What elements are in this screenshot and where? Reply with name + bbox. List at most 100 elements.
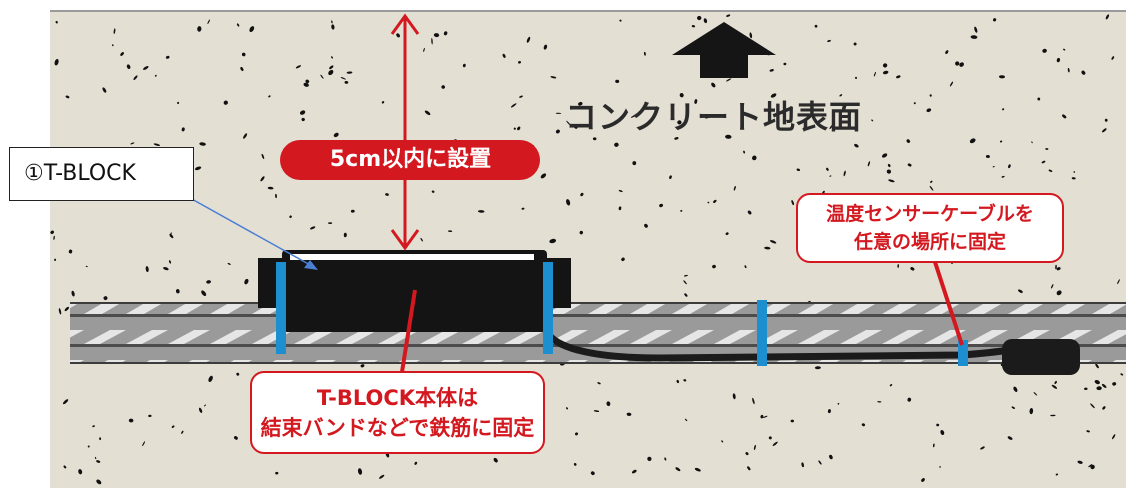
speckle: [346, 71, 353, 74]
speckle: [71, 290, 75, 297]
speckle: [243, 133, 248, 139]
speckle: [907, 397, 912, 402]
speckle: [762, 415, 768, 418]
band-callout-line2: 結束バンドなどで鉄筋に固定: [260, 416, 535, 440]
speckle: [549, 238, 557, 244]
speckle: [614, 142, 619, 147]
speckle: [330, 56, 334, 59]
speckle: [826, 167, 829, 171]
speckle: [683, 379, 687, 382]
band-callout-pointer: [400, 289, 417, 373]
speckle: [992, 18, 997, 22]
speckle: [555, 112, 562, 114]
speckle: [1018, 289, 1023, 293]
speckle: [1008, 164, 1011, 169]
speckle: [133, 75, 138, 81]
speckle: [683, 274, 688, 277]
sensor-cable: [545, 331, 1011, 362]
speckle: [853, 42, 857, 46]
sensor-callout: 温度センサーケーブルを 任意の場所に固定: [796, 193, 1064, 263]
speckle: [597, 382, 601, 385]
speckle: [1048, 169, 1053, 172]
speckle: [145, 266, 149, 273]
speckle: [974, 26, 978, 33]
speckle: [747, 466, 751, 471]
speckle: [644, 223, 648, 228]
speckle: [96, 460, 101, 463]
speckle: [768, 436, 772, 440]
speckle: [340, 77, 346, 80]
speckle: [64, 306, 70, 312]
speckle: [493, 457, 498, 463]
speckle: [289, 215, 292, 218]
speckle: [543, 44, 548, 50]
speckle: [1105, 14, 1110, 20]
speckle: [881, 153, 888, 158]
speckle: [970, 35, 978, 39]
device-pointer-head: [304, 260, 318, 270]
speckle: [169, 232, 172, 237]
speckle: [275, 193, 277, 199]
speckle: [1112, 382, 1117, 386]
speckle: [414, 461, 418, 465]
speckle: [201, 290, 207, 297]
speckle: [619, 19, 622, 22]
speckle: [126, 64, 131, 70]
speckle: [1090, 464, 1095, 470]
speckle: [614, 120, 617, 123]
speckle: [99, 437, 102, 441]
speckle: [694, 467, 701, 472]
speckle: [959, 62, 964, 67]
speckle: [443, 31, 448, 36]
speckle: [1067, 68, 1070, 73]
speckle: [331, 20, 333, 24]
speckle: [839, 94, 843, 97]
speckle: [631, 469, 637, 474]
binding-band: [543, 262, 553, 354]
speckle: [227, 262, 231, 265]
speckle: [142, 441, 145, 447]
speckle: [299, 110, 306, 115]
speckle: [54, 258, 57, 261]
speckle: [814, 366, 821, 370]
speckle: [888, 179, 895, 183]
speckle: [929, 94, 932, 97]
speckle: [1045, 148, 1049, 150]
speckle: [1084, 387, 1088, 391]
speckle: [310, 226, 316, 230]
speckle: [791, 200, 795, 206]
speckle: [1117, 279, 1120, 285]
speckle: [477, 210, 485, 213]
speckle: [194, 166, 202, 171]
speckle: [68, 249, 73, 254]
speckle: [65, 95, 70, 99]
speckle: [249, 26, 255, 33]
speckle: [1101, 383, 1107, 388]
speckle: [674, 137, 679, 140]
speckle: [1050, 414, 1056, 417]
speckle: [360, 364, 365, 368]
speckle: [328, 69, 334, 76]
surface-label: コンクリート地表面: [565, 98, 863, 136]
speckle: [579, 230, 584, 235]
speckle: [783, 62, 787, 66]
speckle: [907, 163, 912, 167]
speckle: [926, 108, 932, 113]
speckle: [683, 280, 687, 285]
speckle: [896, 75, 901, 79]
speckle: [1002, 108, 1005, 111]
speckle: [590, 471, 595, 476]
speckle: [945, 50, 949, 55]
speckle: [760, 414, 764, 419]
speckle: [801, 462, 804, 468]
sensor-callout-line1: 温度センサーケーブルを: [826, 203, 1034, 225]
speckle: [177, 101, 180, 104]
speckle: [827, 39, 831, 43]
speckle: [618, 189, 623, 193]
speckle: [643, 51, 646, 56]
speckle: [843, 170, 846, 177]
speckle: [769, 69, 774, 72]
speckle: [94, 456, 97, 460]
speckle: [712, 264, 716, 269]
speckle: [333, 132, 339, 138]
